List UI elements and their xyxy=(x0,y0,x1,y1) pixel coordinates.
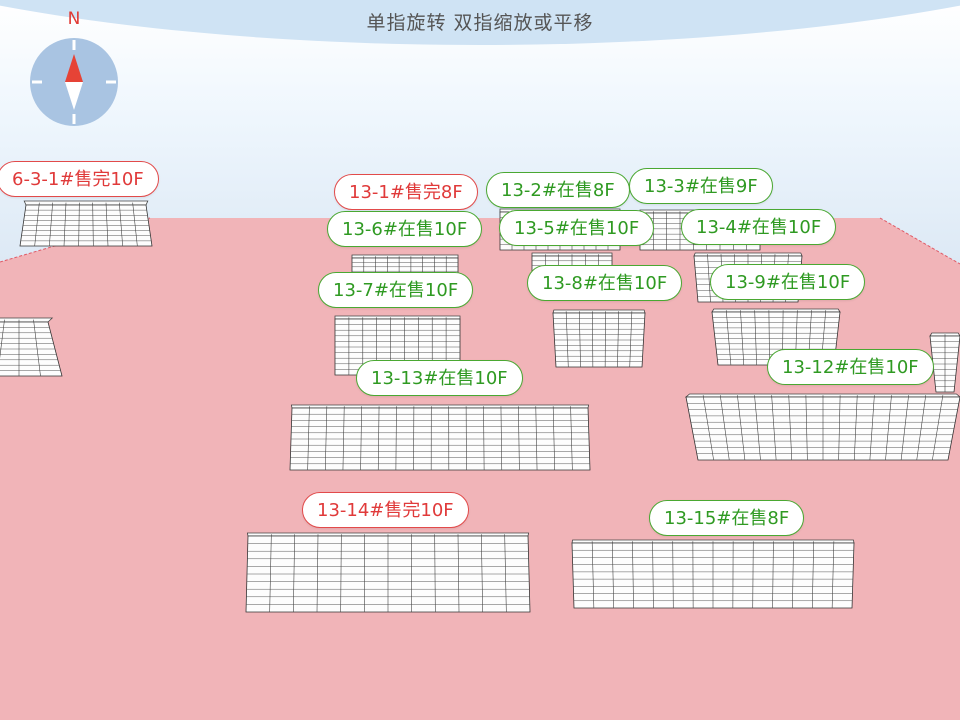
building-label-text: 13-1#售完8F xyxy=(349,182,463,203)
building-label-text: 13-8#在售10F xyxy=(542,273,668,294)
building-label-text: 13-13#在售10F xyxy=(371,368,508,389)
compass-icon[interactable] xyxy=(30,38,118,126)
building-label-13-15[interactable]: 13-15#在售8F xyxy=(649,500,805,536)
building-label-13-9[interactable]: 13-9#在售10F xyxy=(710,264,866,300)
building-label-text: 13-12#在售10F xyxy=(782,357,919,378)
building-label-text: 6-3-1#售完10F xyxy=(12,169,144,190)
building-label-text: 13-14#售完10F xyxy=(317,500,454,521)
building-label-13-6[interactable]: 13-6#在售10F xyxy=(327,211,483,247)
building-label-text: 13-15#在售8F xyxy=(664,508,790,529)
building-label-text: 13-5#在售10F xyxy=(514,218,640,239)
building-label-13-3[interactable]: 13-3#在售9F xyxy=(629,168,773,204)
building-6-3-1[interactable] xyxy=(19,200,153,247)
building-label-6-3-1[interactable]: 6-3-1#售完10F xyxy=(0,161,159,197)
building-13-14[interactable] xyxy=(245,532,531,613)
building-label-13-14[interactable]: 13-14#售完10F xyxy=(302,492,469,528)
building-13-12[interactable] xyxy=(684,393,960,461)
building-label-13-4[interactable]: 13-4#在售10F xyxy=(681,209,837,245)
building-right-edge[interactable] xyxy=(929,332,960,393)
building-left-edge[interactable] xyxy=(0,317,63,377)
building-label-13-13[interactable]: 13-13#在售10F xyxy=(356,360,523,396)
building-label-text: 13-2#在售8F xyxy=(501,180,615,201)
gesture-hint: 单指旋转 双指缩放或平移 xyxy=(366,12,594,34)
building-label-13-7[interactable]: 13-7#在售10F xyxy=(318,272,474,308)
building-label-text: 13-4#在售10F xyxy=(696,217,822,238)
building-label-text: 13-9#在售10F xyxy=(725,272,851,293)
building-label-13-8[interactable]: 13-8#在售10F xyxy=(527,265,683,301)
sky-band xyxy=(0,0,960,45)
compass-north-label: N xyxy=(67,9,81,29)
building-label-text: 13-6#在售10F xyxy=(342,219,468,240)
ground-edge-right xyxy=(879,217,960,265)
building-label-13-1[interactable]: 13-1#售完8F xyxy=(334,174,478,210)
building-label-13-2[interactable]: 13-2#在售8F xyxy=(486,172,630,208)
building-label-13-12[interactable]: 13-12#在售10F xyxy=(767,349,934,385)
building-13-15[interactable] xyxy=(571,539,855,609)
building-13-8[interactable] xyxy=(552,309,646,368)
building-label-13-5[interactable]: 13-5#在售10F xyxy=(499,210,655,246)
building-label-text: 13-3#在售9F xyxy=(644,176,758,197)
building-13-13[interactable] xyxy=(289,404,591,471)
building-label-text: 13-7#在售10F xyxy=(333,280,459,301)
